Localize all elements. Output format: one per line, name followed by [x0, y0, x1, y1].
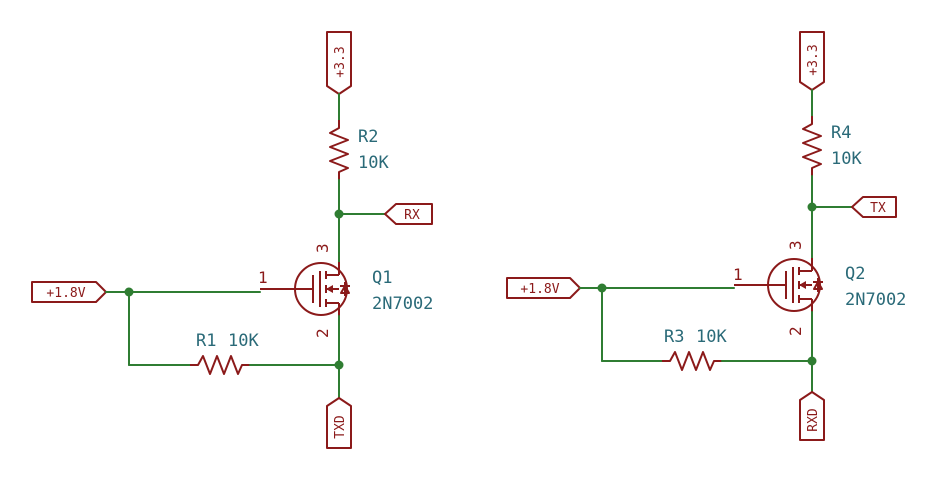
r1-value: 10K: [228, 331, 259, 351]
supply-label-1: +3.3: [333, 46, 348, 77]
r4-value: 10K: [831, 149, 862, 169]
rx-label: RX: [404, 208, 420, 223]
supply-port-2[interactable]: +3.3: [799, 31, 825, 91]
circuit-2: +3.3 R4 10K TX: [506, 31, 906, 441]
q1-ref: Q1: [372, 268, 392, 288]
input-port-1[interactable]: +1.8V: [31, 281, 107, 303]
supply-label-2: +3.3: [806, 44, 821, 75]
supply-port-1[interactable]: +3.3: [326, 31, 352, 95]
r2-value: 10K: [358, 153, 389, 173]
mosfet-q2[interactable]: [734, 258, 823, 312]
input-port-2[interactable]: +1.8V: [506, 277, 581, 299]
q2-gate-pin: 1: [733, 265, 743, 284]
mosfet-q1[interactable]: [260, 262, 350, 316]
txd-label: TXD: [333, 415, 348, 439]
junction-source-2: [807, 356, 817, 366]
q2-drain-pin: 3: [786, 240, 805, 250]
r3-ref: R3: [664, 327, 684, 347]
rxd-label: RXD: [806, 408, 821, 432]
rx-port[interactable]: RX: [384, 203, 433, 225]
resistor-r4[interactable]: [802, 116, 822, 176]
q2-source-pin: 2: [786, 326, 805, 336]
q1-source-pin: 2: [313, 328, 332, 338]
rxd-port[interactable]: RXD: [799, 391, 825, 441]
r3-value: 10K: [696, 327, 727, 347]
resistor-r3[interactable]: [662, 351, 722, 371]
q1-drain-pin: 3: [313, 243, 332, 253]
junction-source-1: [334, 360, 344, 370]
q2-ref: Q2: [845, 264, 865, 284]
input-port-2-label: +1.8V: [520, 282, 559, 297]
r2-ref: R2: [358, 127, 378, 147]
r4-ref: R4: [831, 123, 851, 143]
r1-ref: R1: [196, 331, 216, 351]
circuit-1: +3.3 R2 10K RX: [31, 31, 433, 449]
tx-port[interactable]: TX: [851, 196, 897, 218]
txd-port[interactable]: TXD: [326, 397, 352, 449]
resistor-r1[interactable]: [190, 355, 250, 375]
input-port-1-label: +1.8V: [46, 286, 85, 301]
resistor-r2[interactable]: [329, 120, 349, 180]
q2-part: 2N7002: [845, 290, 906, 310]
q1-gate-pin: 1: [258, 268, 268, 287]
tx-label: TX: [870, 201, 886, 216]
q1-part: 2N7002: [372, 294, 433, 314]
